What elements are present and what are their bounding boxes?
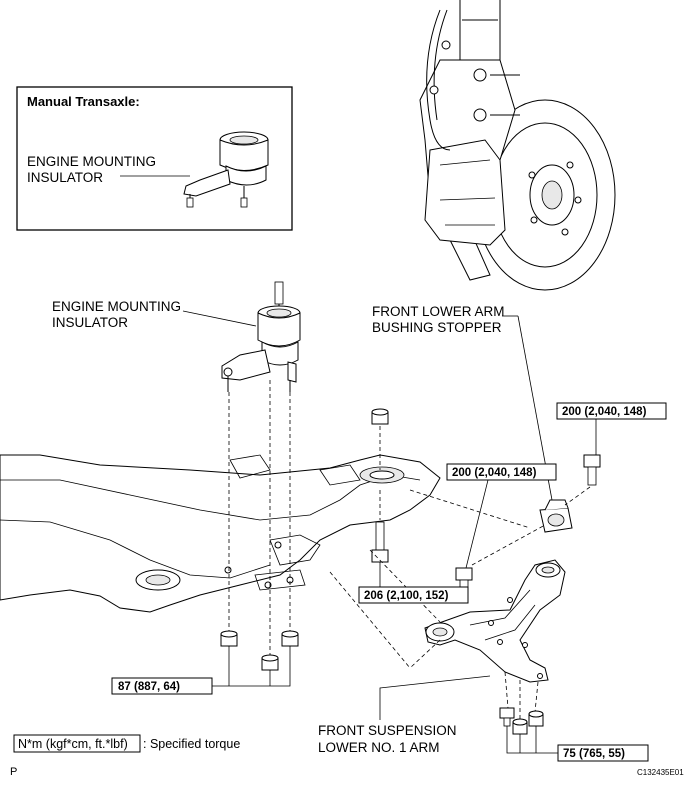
torque-member-bolt: 206 (2,100, 152) — [358, 562, 469, 604]
inset-insulator-drawing — [183, 131, 269, 208]
torque-arm-bolt-text: 200 (2,040, 148) — [452, 467, 537, 479]
torque-mount-nuts: 87 (887, 64) — [111, 646, 291, 695]
lower-arm-lower-nuts — [499, 671, 544, 735]
bushing-stopper-label-line2: BUSHING STOPPER — [372, 320, 502, 335]
engine-mount-callout: ENGINE MOUNTING INSULATOR — [52, 299, 257, 330]
lower-arm-label-line2: LOWER NO. 1 ARM — [318, 740, 440, 755]
front-lower-arm-bushing-stopper — [539, 499, 573, 533]
torque-legend: N*m (kgf*cm, ft.*lbf) : Specified torque — [13, 734, 240, 753]
figure-code: C132435E01 — [637, 768, 684, 777]
stopper-bolt — [564, 454, 601, 506]
member-nut-and-bolt — [371, 408, 389, 563]
suspension-member — [0, 454, 441, 613]
torque-stopper-bolt: 200 (2,040, 148) — [556, 402, 667, 455]
lower-arm-label-line1: FRONT SUSPENSION — [318, 723, 457, 738]
front-suspension-lower-arm — [424, 559, 566, 683]
torque-arm-nuts: 75 (765, 55) — [506, 726, 649, 762]
engine-mounting-insulator — [221, 281, 301, 392]
torque-arm-nuts-text: 75 (765, 55) — [563, 748, 625, 760]
bushing-stopper-callout: FRONT LOWER ARM BUSHING STOPPER — [372, 304, 553, 501]
strut-and-brake-assembly — [419, 0, 616, 291]
engine-mount-label-line1: ENGINE MOUNTING — [52, 299, 181, 314]
legend-text: : Specified torque — [143, 737, 240, 751]
torque-mount-nuts-text: 87 (887, 64) — [118, 681, 180, 693]
torque-arm-bolt: 200 (2,040, 148) — [446, 463, 557, 569]
footer-left: P — [10, 766, 17, 778]
bushing-stopper-label-line1: FRONT LOWER ARM — [372, 304, 505, 319]
legend-units: N*m (kgf*cm, ft.*lbf) — [18, 737, 128, 751]
engine-mount-label-line2: INSULATOR — [52, 315, 128, 330]
inset-title: Manual Transaxle: — [27, 94, 140, 109]
torque-member-bolt-text: 206 (2,100, 152) — [364, 590, 449, 602]
torque-stopper-bolt-text: 200 (2,040, 148) — [562, 406, 647, 418]
lower-arm-callout: FRONT SUSPENSION LOWER NO. 1 ARM — [318, 675, 491, 755]
inset-label-line1: ENGINE MOUNTING — [27, 154, 156, 169]
inset-label-line2: INSULATOR — [27, 170, 103, 185]
mount-nuts — [220, 630, 299, 671]
manual-transaxle-inset: Manual Transaxle: ENGINE MOUNTING INSULA… — [16, 86, 293, 231]
